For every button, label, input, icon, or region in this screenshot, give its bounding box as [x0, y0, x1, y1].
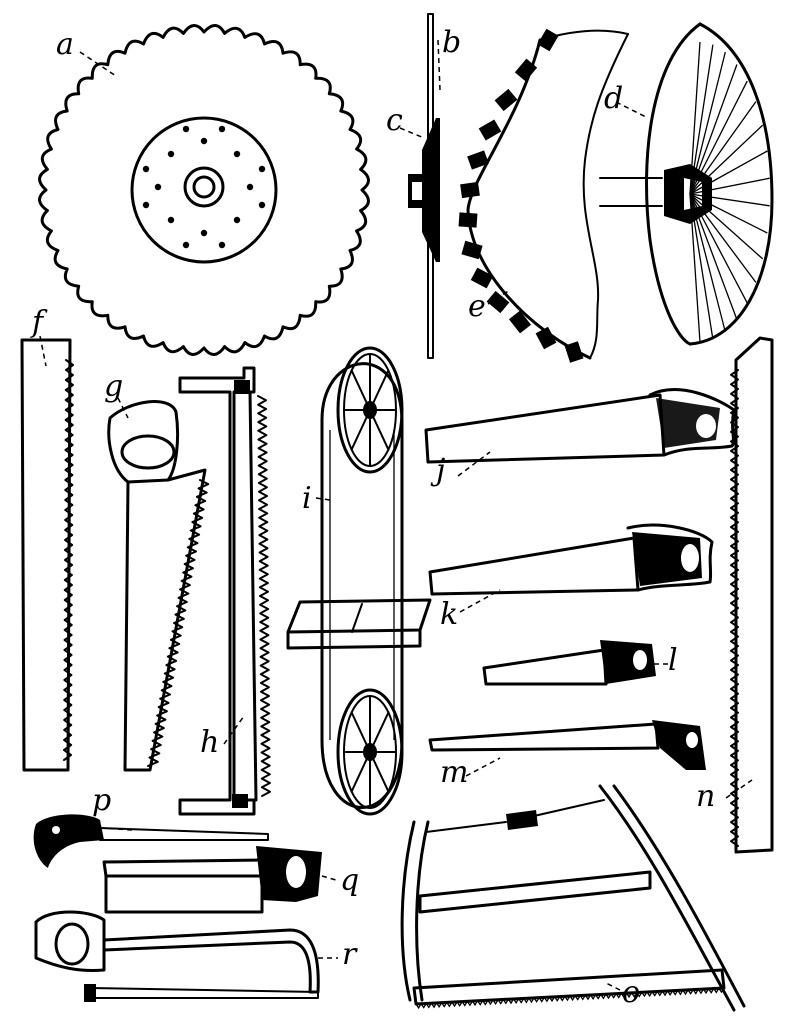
band-saw [286, 346, 432, 816]
hand-saw-j [424, 388, 736, 464]
figure-labels: a b c d e f g h i j k l m n o p q r [30, 25, 715, 1010]
frame-saw [178, 366, 271, 816]
label-o: o [622, 975, 640, 1010]
label-m: m [440, 755, 468, 790]
label-j: j [430, 453, 445, 488]
hand-saw-k [428, 523, 714, 596]
long-blade-n [730, 336, 774, 854]
label-f: f [30, 305, 48, 340]
label-d: d [604, 81, 623, 116]
dished-saw [599, 22, 774, 346]
label-c: c [386, 103, 403, 138]
label-a: a [56, 27, 74, 62]
label-g: g [104, 369, 123, 404]
bow-saw [400, 784, 746, 1012]
label-p: p [92, 783, 111, 818]
label-l: l [668, 643, 678, 678]
leader-lines [39, 39, 753, 991]
hack-saw [34, 910, 320, 1002]
pit-saw [107, 400, 210, 772]
inserted-tooth-saw [458, 28, 629, 363]
circular-saw-edge [408, 13, 440, 359]
label-b: b [442, 25, 461, 60]
label-h: h [200, 725, 219, 760]
label-r: r [342, 937, 358, 972]
circular-saw-face [38, 24, 370, 356]
label-n: n [696, 779, 715, 814]
hand-saw-l [482, 640, 656, 686]
label-i: i [302, 481, 312, 516]
label-q: q [340, 863, 359, 898]
keyhole-saw [33, 814, 269, 868]
long-blade-f [20, 338, 74, 772]
label-e: e [468, 289, 486, 324]
label-k: k [440, 597, 458, 632]
back-saw [102, 846, 322, 914]
hand-saw-m [428, 720, 706, 770]
